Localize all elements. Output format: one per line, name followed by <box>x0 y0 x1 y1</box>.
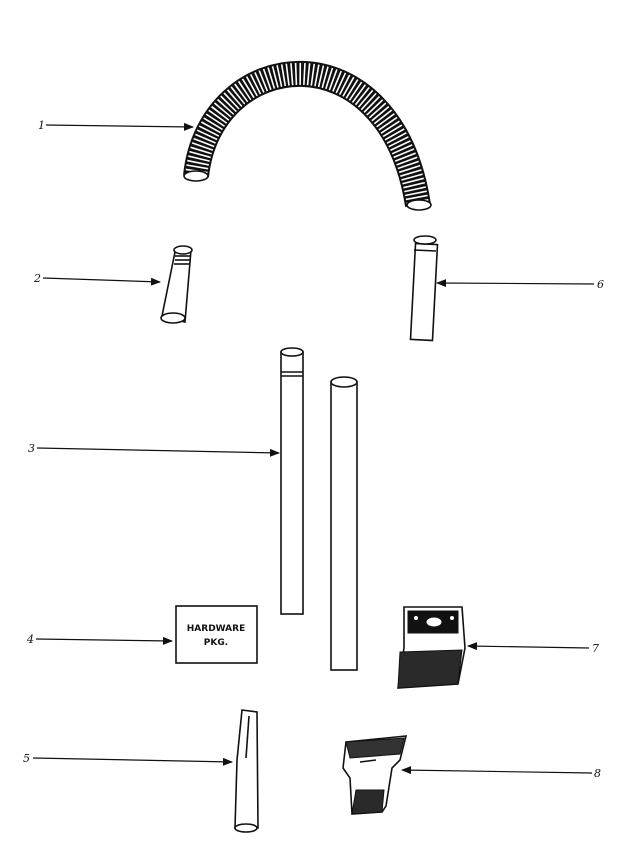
leader-6 <box>436 279 595 288</box>
leader-1 <box>45 122 194 131</box>
callout-2: 2 <box>33 272 41 285</box>
callout-8: 8 <box>594 767 601 780</box>
hardware-label-line2: PKG. <box>204 638 228 648</box>
leader-8 <box>401 766 593 775</box>
callout-1: 1 <box>38 119 45 132</box>
callout-7: 7 <box>592 642 599 655</box>
part-brush-attachment <box>397 606 466 689</box>
part-nozzle <box>342 735 408 815</box>
hose-end-left <box>183 170 209 182</box>
part-wand-right <box>330 376 358 671</box>
leader-2 <box>42 277 161 286</box>
leader-3 <box>36 447 280 457</box>
callout-6: 6 <box>597 278 604 291</box>
part-wand-left <box>280 347 304 615</box>
callout-4: 4 <box>26 633 34 646</box>
part-small-tube <box>409 235 439 342</box>
callout-3: 3 <box>28 442 35 455</box>
part-adapter <box>160 245 193 324</box>
part-hose <box>183 60 432 211</box>
leader-4 <box>35 636 173 645</box>
part-crevice-tool <box>234 709 259 833</box>
callout-5: 5 <box>23 752 30 765</box>
hose-end-right <box>406 199 432 211</box>
hardware-label-line1: HARDWARE <box>187 624 245 634</box>
part-hardware-package: HARDWARE PKG. <box>175 605 258 664</box>
leader-5 <box>32 757 233 766</box>
leader-7 <box>467 642 590 651</box>
